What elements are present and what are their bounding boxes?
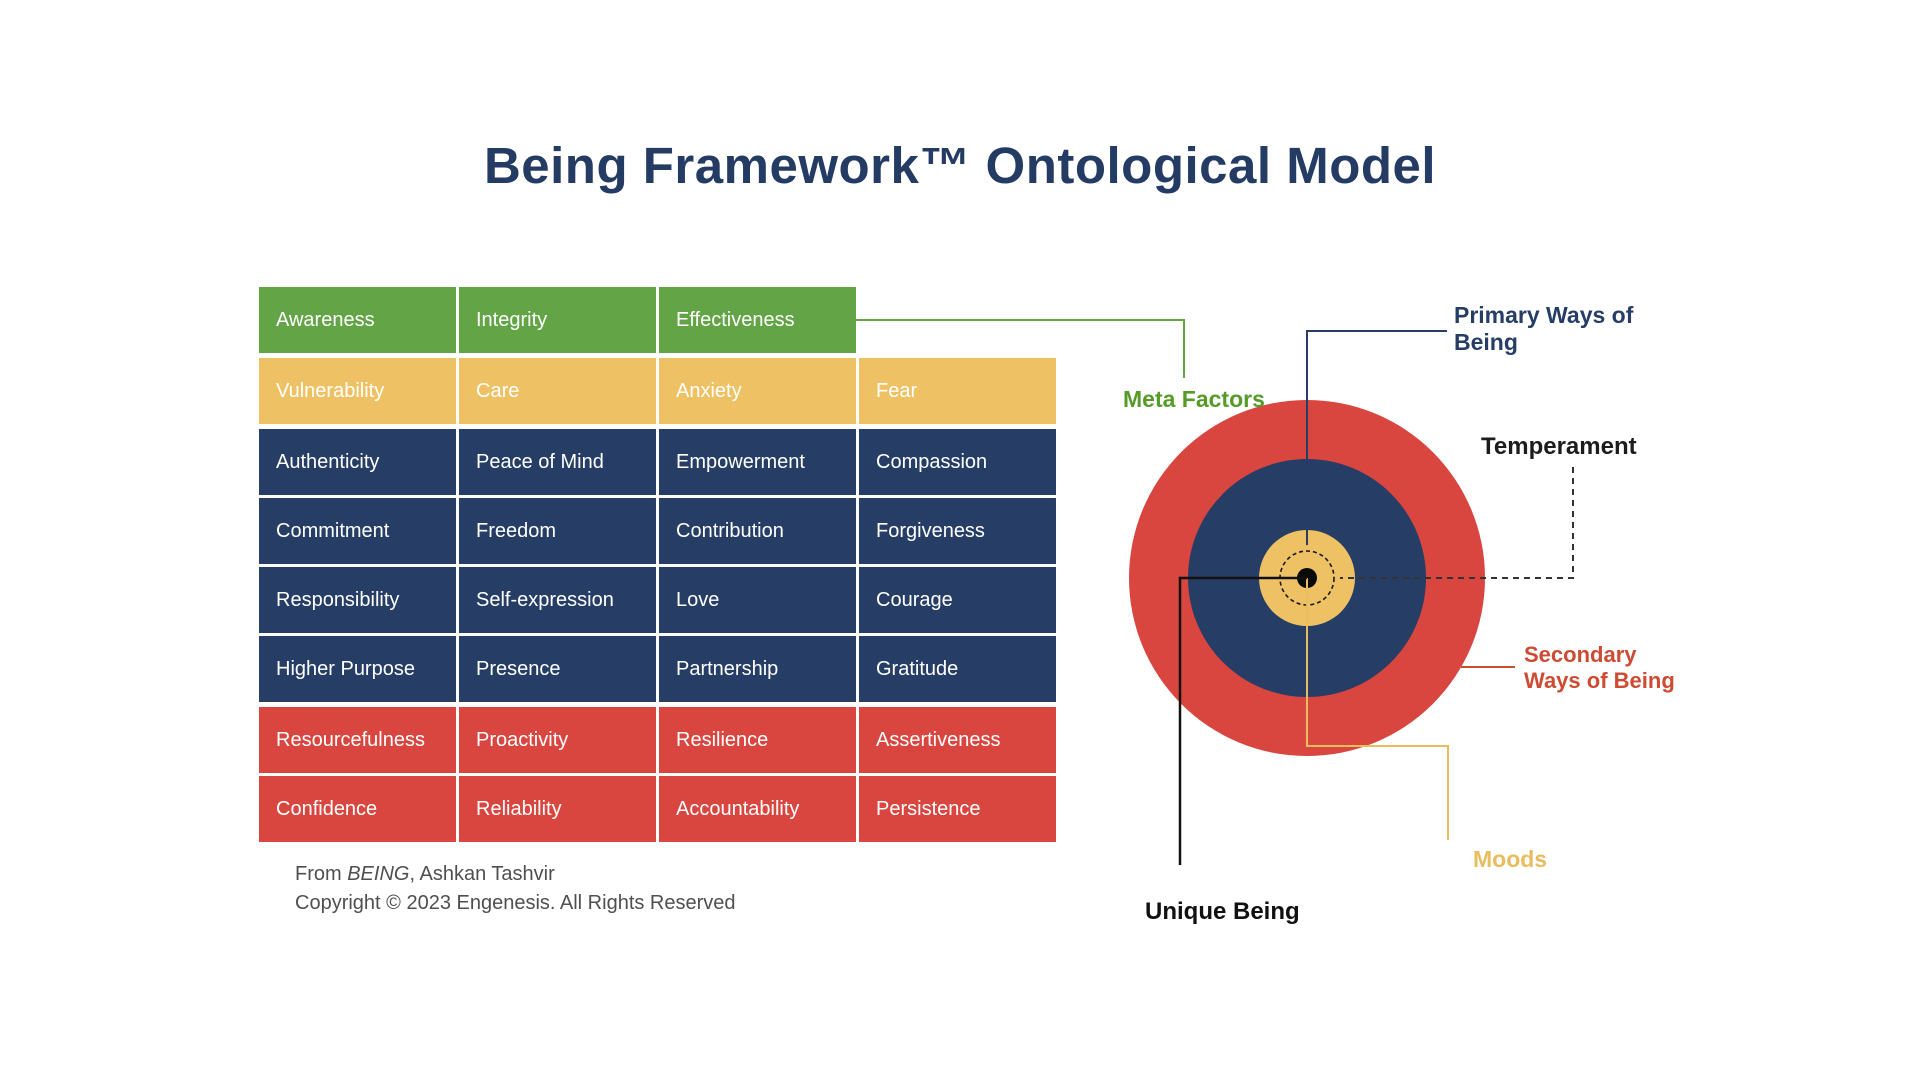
table-cell: Vulnerability — [259, 358, 456, 424]
table-cell: Commitment — [259, 498, 456, 564]
table-row-primary-4: Higher Purpose Presence Partnership Grat… — [259, 636, 1056, 702]
table-cell: Freedom — [459, 498, 656, 564]
table-cell: Authenticity — [259, 429, 456, 495]
attribution-line1: From BEING, Ashkan Tashvir — [295, 860, 736, 889]
table-cell: Peace of Mind — [459, 429, 656, 495]
table-cell: Confidence — [259, 776, 456, 842]
table-row-secondary-1: Resourcefulness Proactivity Resilience A… — [259, 707, 1056, 773]
ontology-table: Awareness Integrity Effectiveness Vulner… — [259, 287, 1056, 845]
table-cell: Courage — [859, 567, 1056, 633]
table-cell: Empowerment — [659, 429, 856, 495]
meta-factors-connector — [856, 319, 1185, 378]
secondary-ways-of-being-label: Secondary Ways of Being — [1524, 642, 1675, 693]
primary-ways-of-being-label: Primary Ways of Being — [1454, 302, 1634, 355]
table-cell: Accountability — [659, 776, 856, 842]
meta-factors-label: Meta Factors — [1123, 386, 1265, 412]
table-cell: Forgiveness — [859, 498, 1056, 564]
table-cell: Proactivity — [459, 707, 656, 773]
table-cell: Care — [459, 358, 656, 424]
attribution-book-title: BEING — [347, 863, 410, 885]
attribution: From BEING, Ashkan Tashvir Copyright © 2… — [295, 860, 736, 918]
table-cell: Self-expression — [459, 567, 656, 633]
table-row-primary-3: Responsibility Self-expression Love Cour… — [259, 567, 1056, 633]
table-cell: Gratitude — [859, 636, 1056, 702]
unique-being-label: Unique Being — [1145, 898, 1300, 925]
temperament-connector — [1340, 467, 1574, 579]
table-row-meta-factors: Awareness Integrity Effectiveness — [259, 287, 1056, 353]
moods-label: Moods — [1473, 846, 1548, 872]
table-cell: Anxiety — [659, 358, 856, 424]
primary-ways-connector — [1306, 330, 1447, 545]
table-cell: Higher Purpose — [259, 636, 456, 702]
table-cell: Reliability — [459, 776, 656, 842]
table-row-primary-2: Commitment Freedom Contribution Forgiven… — [259, 498, 1056, 564]
copyright-line: Copyright © 2023 Engenesis. All Rights R… — [295, 892, 736, 914]
table-cell: Integrity — [459, 287, 656, 353]
table-cell: Persistence — [859, 776, 1056, 842]
table-cell: Partnership — [659, 636, 856, 702]
attribution-author: , Ashkan Tashvir — [409, 863, 555, 885]
table-cell: Resilience — [659, 707, 856, 773]
attribution-from: From — [295, 863, 348, 885]
table-row-primary-1: Authenticity Peace of Mind Empowerment C… — [259, 429, 1056, 495]
table-cell: Love — [659, 567, 856, 633]
unique-being-connector — [1178, 576, 1307, 865]
page-title: Being Framework™ Ontological Model — [483, 137, 1437, 194]
table-cell: Contribution — [659, 498, 856, 564]
table-cell: Effectiveness — [659, 287, 856, 353]
table-cell: Presence — [459, 636, 656, 702]
table-cell: Fear — [859, 358, 1056, 424]
table-row-moods: Vulnerability Care Anxiety Fear — [259, 358, 1056, 424]
table-cell: Responsibility — [259, 567, 456, 633]
moods-connector — [1306, 578, 1449, 840]
table-cell: Compassion — [859, 429, 1056, 495]
table-cell: Resourcefulness — [259, 707, 456, 773]
table-cell: Assertiveness — [859, 707, 1056, 773]
table-row-secondary-2: Confidence Reliability Accountability Pe… — [259, 776, 1056, 842]
temperament-label: Temperament — [1481, 433, 1637, 460]
table-cell: Awareness — [259, 287, 456, 353]
